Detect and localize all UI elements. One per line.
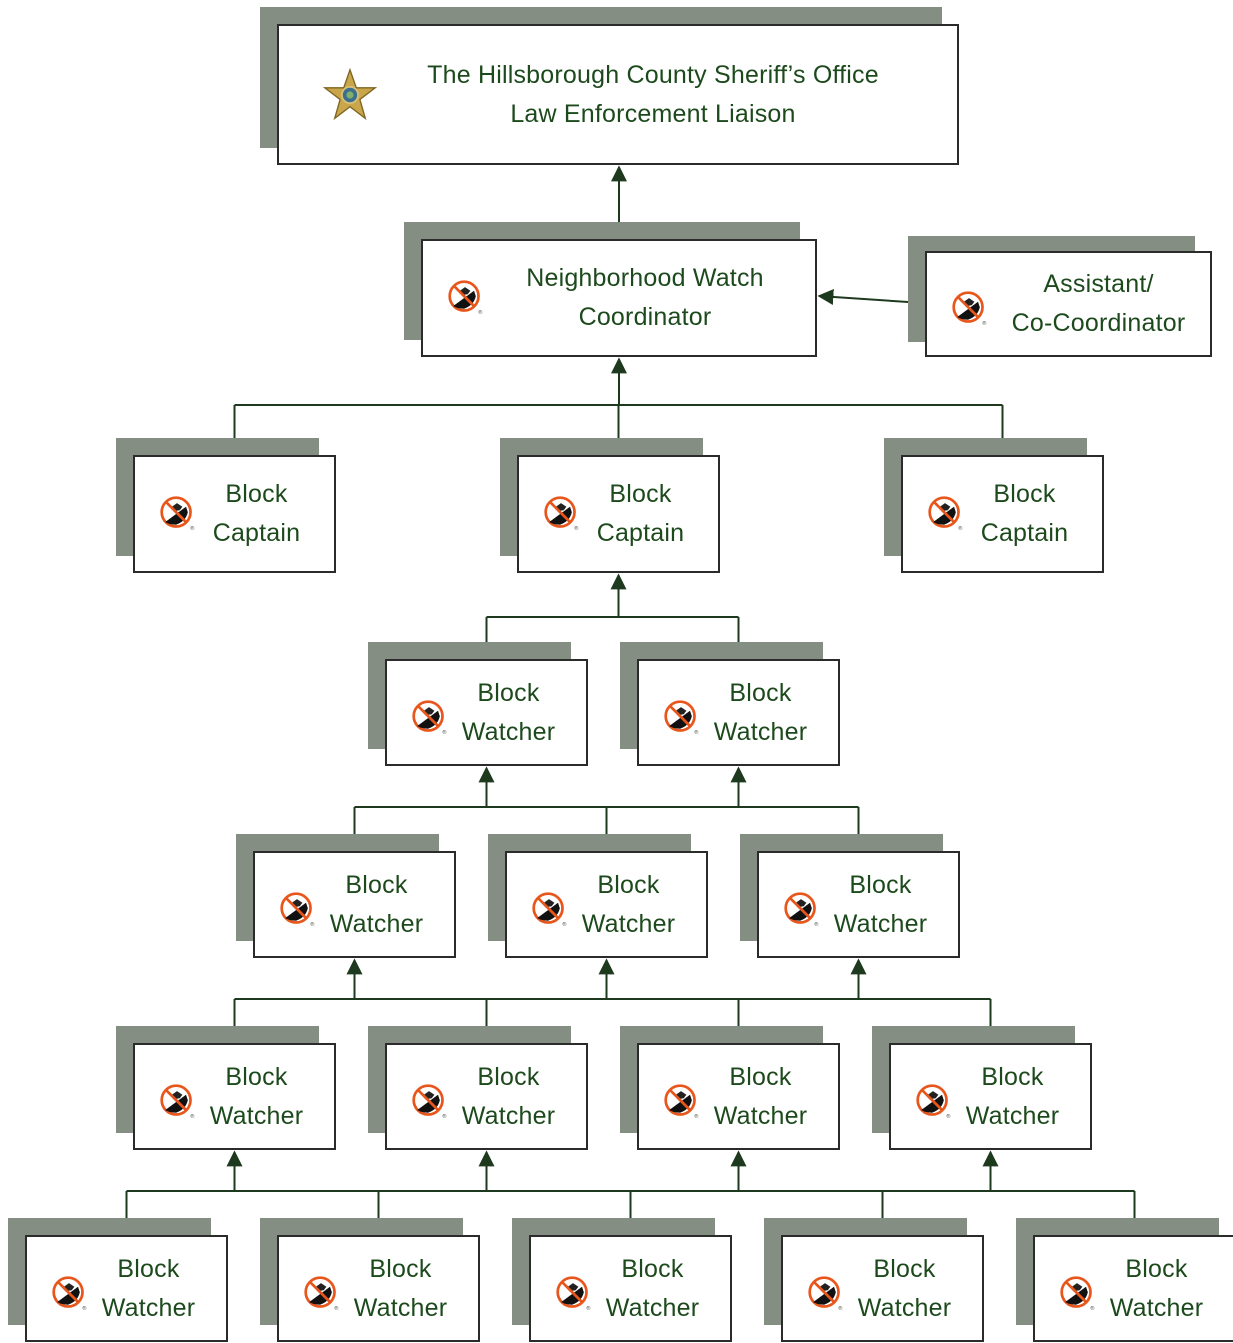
svg-text:®: ® xyxy=(190,1113,195,1119)
neighborhood-watch-icon: ® xyxy=(52,1276,87,1311)
coordinator-box: ® Neighborhood Watch Coordinator xyxy=(421,239,817,357)
neighborhood-watch-icon: ® xyxy=(952,291,987,326)
block-captain-box-label: Block Captain xyxy=(980,480,1069,547)
neighborhood-watch-icon: ® xyxy=(664,1084,699,1119)
neighborhood-watch-icon: ® xyxy=(544,496,579,531)
connector-coordinator-assistant xyxy=(817,288,925,311)
svg-text:®: ® xyxy=(814,921,819,927)
block-watcher-box: ® Block Watcher xyxy=(889,1043,1092,1150)
block-watcher-box: ® Block Watcher xyxy=(385,1043,588,1150)
neighborhood-watch-icon: ® xyxy=(412,1084,447,1119)
neighborhood-watch-icon: ® xyxy=(928,496,963,531)
svg-text:®: ® xyxy=(694,729,699,735)
block-captain-box: ® Block Captain xyxy=(901,455,1104,573)
block-watcher-box: ® Block Watcher xyxy=(757,851,960,958)
svg-text:®: ® xyxy=(190,525,195,531)
svg-text:®: ® xyxy=(442,729,447,735)
block-watcher-box: ® Block Watcher xyxy=(637,659,840,766)
block-watcher-box-label: Block Watcher xyxy=(857,1254,952,1322)
block-watcher-box: ® Block Watcher xyxy=(133,1043,336,1150)
svg-text:®: ® xyxy=(586,1305,591,1311)
neighborhood-watch-icon: ® xyxy=(412,700,447,735)
block-watcher-box-label: Block Watcher xyxy=(461,678,556,746)
block-captain-box: ® Block Captain xyxy=(133,455,336,573)
neighborhood-watch-icon: ® xyxy=(160,1084,195,1119)
block-watcher-box-label: Block Watcher xyxy=(461,1062,556,1130)
svg-text:®: ® xyxy=(982,320,987,326)
header-title-line1: The Hillsborough County Sheriff’s Office xyxy=(427,60,879,89)
neighborhood-watch-icon: ® xyxy=(784,892,819,927)
block-watcher-box-label: Block Watcher xyxy=(209,1062,304,1130)
svg-text:®: ® xyxy=(478,309,483,315)
block-watcher-box-label: Block Watcher xyxy=(713,678,808,746)
svg-text:®: ® xyxy=(694,1113,699,1119)
block-watcher-box-label: Block Watcher xyxy=(605,1254,700,1322)
svg-text:®: ® xyxy=(442,1113,447,1119)
block-watcher-box-label: Block Watcher xyxy=(1109,1254,1204,1322)
neighborhood-watch-icon: ® xyxy=(304,1276,339,1311)
block-watcher-box: ® Block Watcher xyxy=(253,851,456,958)
block-watcher-box-label: Block Watcher xyxy=(965,1062,1060,1130)
assistant-box: ® Assistant/ Co-Coordinator xyxy=(925,251,1212,357)
svg-text:®: ® xyxy=(310,921,315,927)
header-box: The Hillsborough County Sheriff’s Office… xyxy=(277,24,959,165)
block-watcher-box: ® Block Watcher xyxy=(25,1235,228,1342)
block-watcher-box-label: Block Watcher xyxy=(353,1254,448,1322)
header-title-line2: Law Enforcement Liaison xyxy=(510,99,796,128)
block-watcher-box: ® Block Watcher xyxy=(277,1235,480,1342)
neighborhood-watch-icon: ® xyxy=(1060,1276,1095,1311)
svg-text:®: ® xyxy=(334,1305,339,1311)
block-watcher-box: ® Block Watcher xyxy=(781,1235,984,1342)
block-watcher-box: ® Block Watcher xyxy=(385,659,588,766)
block-watcher-box-label: Block Watcher xyxy=(713,1062,808,1130)
neighborhood-watch-icon: ® xyxy=(448,280,483,315)
neighborhood-watch-icon: ® xyxy=(532,892,567,927)
svg-text:®: ® xyxy=(82,1305,87,1311)
coordinator-box-label: Neighborhood Watch Coordinator xyxy=(526,264,764,331)
block-watcher-box: ® Block Watcher xyxy=(505,851,708,958)
block-watcher-box: ® Block Watcher xyxy=(637,1043,840,1150)
neighborhood-watch-icon: ® xyxy=(280,892,315,927)
neighborhood-watch-icon: ® xyxy=(808,1276,843,1311)
sheriff-star-icon xyxy=(323,68,377,121)
block-watcher-box: ® Block Watcher xyxy=(529,1235,732,1342)
block-captain-box-label: Block Captain xyxy=(212,480,301,547)
svg-text:®: ® xyxy=(562,921,567,927)
svg-text:®: ® xyxy=(958,525,963,531)
svg-text:®: ® xyxy=(1090,1305,1095,1311)
block-captain-box: ® Block Captain xyxy=(517,455,720,573)
neighborhood-watch-icon: ® xyxy=(556,1276,591,1311)
assistant-box-label: Assistant/ Co-Coordinator xyxy=(1011,270,1186,337)
block-watcher-box-label: Block Watcher xyxy=(581,870,676,938)
svg-text:®: ® xyxy=(946,1113,951,1119)
svg-text:®: ® xyxy=(574,525,579,531)
block-watcher-box-label: Block Watcher xyxy=(833,870,928,938)
svg-text:®: ® xyxy=(838,1305,843,1311)
block-captain-box-label: Block Captain xyxy=(596,480,685,547)
neighborhood-watch-icon: ® xyxy=(160,496,195,531)
neighborhood-watch-icon: ® xyxy=(916,1084,951,1119)
block-watcher-box: ® Block Watcher xyxy=(1033,1235,1233,1342)
block-watcher-box-label: Block Watcher xyxy=(329,870,424,938)
block-watcher-box-label: Block Watcher xyxy=(101,1254,196,1322)
neighborhood-watch-icon: ® xyxy=(664,700,699,735)
